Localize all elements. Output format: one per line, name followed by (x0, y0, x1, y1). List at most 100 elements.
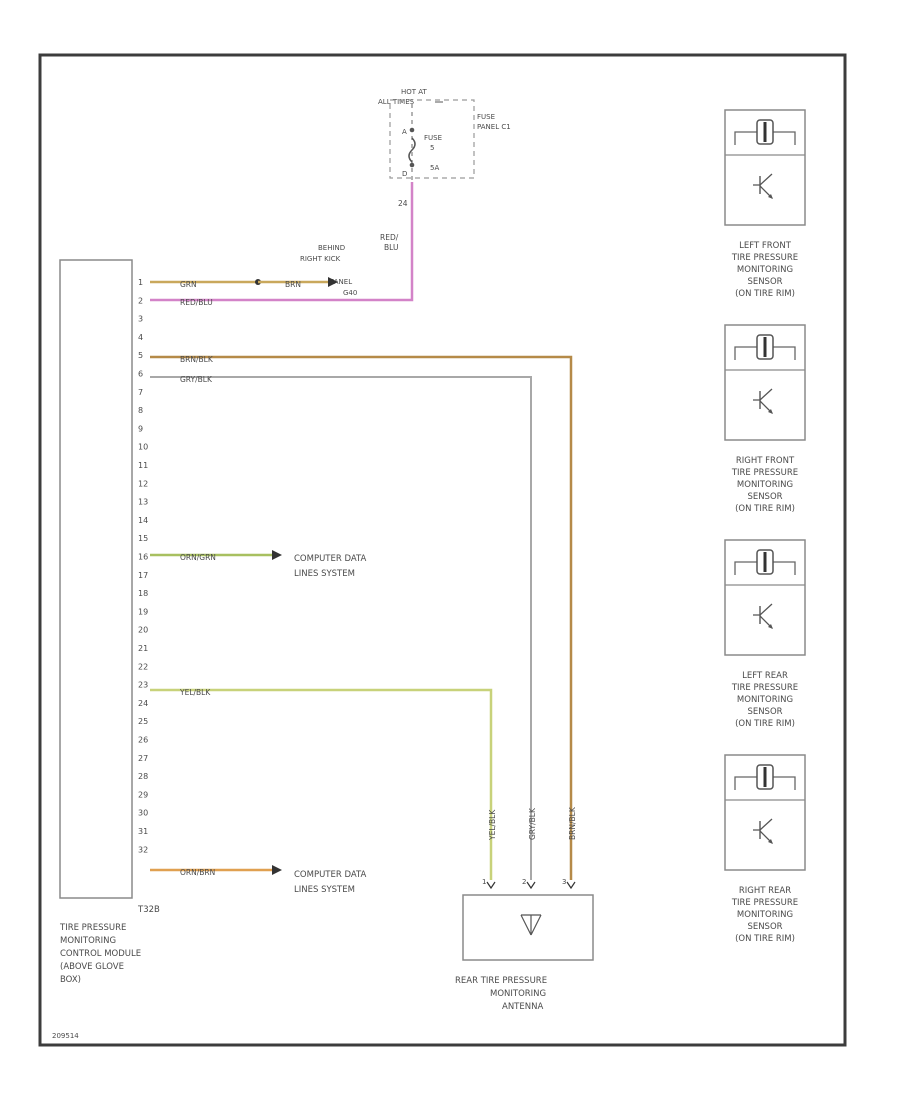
sensor-3-label-line4: SENSOR (747, 707, 782, 717)
sensor-2: RIGHT FRONT TIRE PRESSURE MONITORING SENSOR… (724, 324, 806, 514)
transistor-arrow-icon (768, 624, 773, 629)
transistor-arrow-icon (768, 194, 773, 199)
wire-brn-blk (150, 355, 573, 880)
wire-label-brn: BRN (285, 280, 301, 289)
wire-red-blu (150, 182, 414, 302)
antenna-box (462, 894, 594, 961)
module-pin-17: 17 (138, 571, 148, 580)
antenna-name-line1: REAR TIRE PRESSURE (455, 976, 547, 986)
module-pin-5: 5 (138, 351, 143, 360)
wire-label-red-blu: RED/BLU (180, 298, 213, 307)
computer-data-arrow-2 (272, 865, 282, 875)
antenna-wire-label-3: BRN/BLK (568, 806, 577, 840)
wire-label-gry-blk: GRY/BLK (180, 375, 213, 384)
computer-data-1-line1: COMPUTER DATA (294, 554, 367, 564)
module-name-line1: TIRE PRESSURE (59, 923, 126, 933)
module-pin-15: 15 (138, 534, 148, 543)
computer-data-2-line2: LINES SYSTEM (294, 885, 355, 895)
power-wire-color-line1: RED/ (380, 233, 399, 242)
transistor-collector-icon (753, 818, 773, 831)
module-name-line3: CONTROL MODULE (60, 949, 141, 959)
sensor-4: RIGHT REAR TIRE PRESSURE MONITORING SENSOR (… (724, 754, 806, 944)
module-pin-14: 14 (138, 516, 148, 525)
wire-label-orn-brn: ORN/BRN (180, 868, 215, 877)
module-pin-32: 32 (138, 845, 148, 854)
power-wire-color-line2: BLU (384, 243, 398, 252)
antenna-pin-arrow-1 (486, 881, 496, 890)
ground-arrow (328, 277, 338, 287)
sensor-box (724, 539, 806, 656)
sensor-2-label-line4: SENSOR (747, 492, 782, 502)
control-module-box (59, 259, 133, 899)
module-pin-23: 23 (138, 681, 148, 690)
module-pin-18: 18 (138, 589, 148, 598)
module-pin-13: 13 (138, 498, 148, 507)
sensor-4-label-line2: TIRE PRESSURE (731, 898, 798, 908)
hot-label-line2: ALL TIMES (378, 98, 415, 106)
module-pin-19: 19 (138, 607, 148, 616)
module-pin-25: 25 (138, 717, 148, 726)
sensor-1-label-line5: (ON TIRE RIM) (735, 289, 795, 299)
sensor-4-label-line4: SENSOR (747, 922, 782, 932)
transistor-collector-icon (753, 603, 773, 616)
module-pin-22: 22 (138, 662, 148, 671)
splice-label-line2: RIGHT KICK (300, 255, 341, 263)
sensor-2-label-line2: TIRE PRESSURE (731, 468, 798, 478)
wire-label-grn: GRN (180, 280, 197, 289)
sensor-box (724, 109, 806, 226)
sensor-2-label-line1: RIGHT FRONT (736, 456, 795, 466)
module-pin-28: 28 (138, 772, 148, 781)
module-pin-9: 9 (138, 424, 143, 433)
antenna-wire-label-2: GRY/BLK (528, 807, 537, 840)
antenna-pin-arrow-3 (566, 881, 576, 890)
module-name-line4: (ABOVE GLOVE (60, 962, 124, 972)
antenna-wire-label-1: YEL/BLK (488, 809, 497, 841)
module-pin-21: 21 (138, 644, 148, 653)
fuse-panel-label-line1: FUSE (477, 113, 495, 121)
module-connector-label: T32B (137, 905, 160, 915)
fuse-number: 5 (430, 144, 434, 152)
module-pin-29: 29 (138, 790, 148, 799)
antenna-name-line3: ANTENNA (502, 1002, 543, 1012)
module-pin-11: 11 (138, 461, 148, 470)
module-pin-24: 24 (138, 699, 148, 708)
fuse-pin-d: D (402, 170, 407, 178)
sensor-4-label-line3: MONITORING (737, 910, 793, 920)
sensor-1-label-line2: TIRE PRESSURE (731, 253, 798, 263)
module-pin-1: 1 (138, 278, 143, 287)
fuse-panel-label-line2: PANEL C1 (477, 123, 511, 131)
antenna-wire-labels: YEL/BLK GRY/BLK BRN/BLK (488, 806, 577, 841)
sensor-2-label-line5: (ON TIRE RIM) (735, 504, 795, 514)
splice-label-line4: G40 (343, 289, 357, 297)
transistor-arrow-icon (768, 409, 773, 414)
wire-yel-blk (150, 688, 493, 880)
fuse-pin-a: A (402, 128, 407, 136)
fuse-terminal-bottom (409, 162, 415, 168)
sensor-4-label-line1: RIGHT REAR (739, 886, 791, 896)
module-pin-10: 10 (138, 443, 148, 452)
module-pin-8: 8 (138, 406, 143, 415)
transistor-collector-icon (753, 388, 773, 401)
module-pin-30: 30 (138, 809, 148, 818)
computer-data-2-line1: COMPUTER DATA (294, 870, 367, 880)
module-pin-16: 16 (138, 553, 148, 562)
sensor-2-label-line3: MONITORING (737, 480, 793, 490)
wire-gry-blk (150, 376, 532, 880)
sensor-box (724, 754, 806, 871)
fuse-amps: 5A (430, 164, 439, 172)
computer-data-arrow-1 (272, 550, 282, 560)
module-pin-labels: 1234567891011121314151617181920212223242… (138, 278, 148, 854)
antenna-symbol-icon (520, 914, 542, 936)
module-pin-6: 6 (138, 370, 143, 379)
power-wire-pin: 24 (398, 199, 408, 208)
sensor-3-label-line2: TIRE PRESSURE (731, 683, 798, 693)
sensor-3-label-line3: MONITORING (737, 695, 793, 705)
transistor-arrow-icon (768, 839, 773, 844)
sensor-3-label-line1: LEFT REAR (742, 671, 788, 681)
fuse-panel: HOT AT ALL TIMES FUSE PANEL C1 A FUSE 5 … (378, 88, 511, 180)
fuse-terminal-top (409, 127, 415, 133)
sensor-4-label-line5: (ON TIRE RIM) (735, 934, 795, 944)
